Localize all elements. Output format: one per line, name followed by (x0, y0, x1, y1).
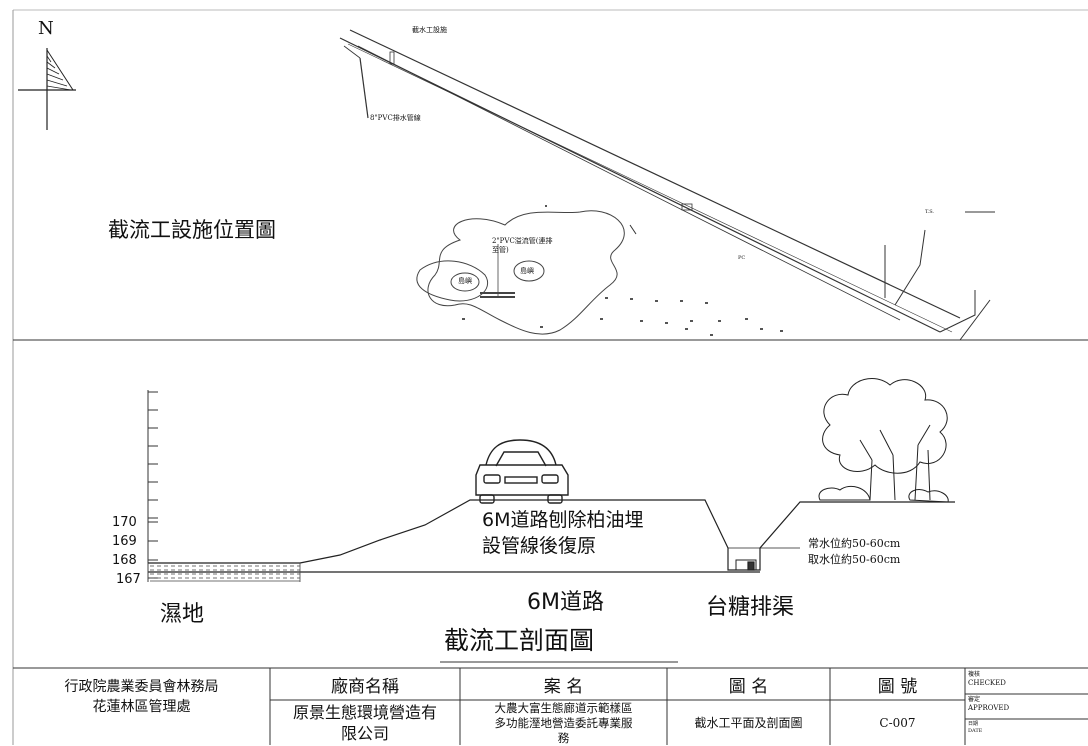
agency-line-2: 花蓮林區管理處 (92, 699, 191, 715)
north-label: N (38, 18, 54, 39)
elevation-169: 169 (112, 534, 137, 549)
case-line-2: 多功能溼地營造委託專業服 (494, 716, 633, 730)
drawing-name: 截水工平面及剖面圖 (694, 716, 803, 730)
case-header: 案 名 (543, 676, 584, 697)
case-line-1: 大農大富生態廊道示範樣區 (494, 701, 633, 715)
case-line-3: 務 (557, 731, 570, 745)
approved-cn: 審定 (968, 696, 981, 703)
section-title: 截流工剖面圖 (444, 626, 595, 655)
plan-road (339, 29, 995, 341)
plan-title: 截流工設施位置圖 (108, 218, 276, 242)
north-arrow-icon (18, 48, 76, 130)
car-icon (475, 439, 569, 504)
wetland-outline (416, 210, 625, 335)
label-island-2: 島嶼 (520, 267, 534, 275)
elevation-170: 170 (112, 515, 137, 530)
road-note-line-2: 設管線後復原 (482, 535, 597, 557)
vendor-line-1: 原景生態環境營造有 (292, 703, 437, 722)
date-cn: 日期 (968, 721, 979, 727)
tree-icon (818, 377, 949, 503)
vendor-header: 廠商名稱 (331, 676, 399, 697)
plan-scatter-marks (462, 205, 783, 336)
elevation-168: 168 (112, 553, 137, 568)
ditch-label: 台糖排渠 (706, 595, 795, 620)
water-level-line-2: 取水位約50-60cm (808, 553, 901, 566)
ground-profile (148, 499, 955, 573)
checked-cn: 複核 (968, 671, 981, 678)
label-pvc-pipe: 8"PVC排水管線 (370, 114, 421, 122)
drawing-header: 圖 名 (728, 676, 769, 697)
elevation-ruler (147, 390, 158, 582)
date-en: DATE (968, 728, 983, 734)
road-label: 6M道路 (527, 590, 604, 615)
label-small-2: PC (738, 255, 746, 261)
label-pvc-outlet: 2"PVC溢流管(連排 (492, 237, 553, 245)
drawing-number: C-007 (879, 715, 916, 730)
title-block-grid (13, 667, 1088, 745)
agency-line-1: 行政院農業委員會林務局 (64, 679, 219, 695)
road-note-line-1: 6M道路刨除柏油埋 (482, 509, 644, 531)
label-facility: 截水工設施 (412, 26, 447, 34)
wetland-label: 濕地 (160, 602, 205, 627)
checked-en: CHECKED (968, 679, 1006, 687)
label-island-1: 島嶼 (458, 277, 472, 285)
vendor-line-2: 限公司 (340, 724, 389, 743)
elevation-167: 167 (116, 572, 141, 587)
label-pvc-outlet-2: 至管) (492, 246, 509, 254)
wetland-hatch (147, 563, 301, 582)
approved-en: APPROVED (968, 704, 1010, 712)
water-level-line-1: 常水位約50-60cm (808, 537, 901, 550)
number-header: 圖 號 (877, 676, 918, 697)
label-small-1: T.S. (925, 209, 935, 215)
